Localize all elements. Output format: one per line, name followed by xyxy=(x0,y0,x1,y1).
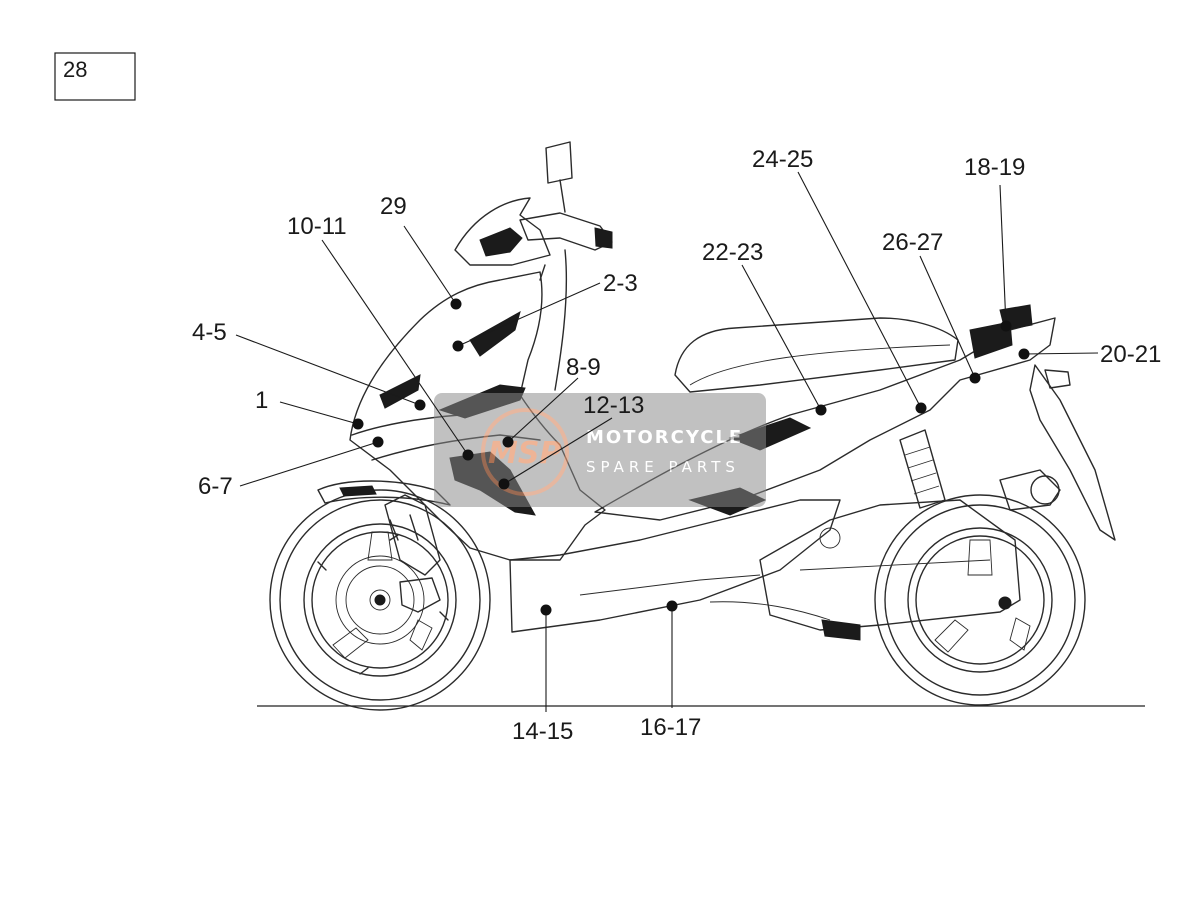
callout-2-3: 2-3 xyxy=(452,270,638,352)
callout-18-19: 18-19 xyxy=(964,154,1025,332)
callout-label: 2-3 xyxy=(603,270,638,297)
rear-shock xyxy=(899,429,946,509)
callout-16-17: 16-17 xyxy=(640,600,701,741)
headlight-cowl xyxy=(454,197,551,266)
callout-label: 8-9 xyxy=(566,354,601,381)
callout-8-9: 8-9 xyxy=(502,354,601,448)
callout-label: 22-23 xyxy=(702,239,763,266)
callout-10-11: 10-11 xyxy=(287,213,474,461)
front-fork xyxy=(384,494,441,576)
callout-26-27: 26-27 xyxy=(882,229,981,384)
rear-wheel xyxy=(874,494,1086,706)
watermark: MSP MOTORCYCLE SPARE PARTS xyxy=(434,393,766,507)
watermark-title: MOTORCYCLE xyxy=(586,427,743,448)
engine-swingarm xyxy=(759,499,1021,631)
mirror xyxy=(545,141,573,184)
callout-6-7: 6-7 xyxy=(198,436,384,500)
callout-label: 26-27 xyxy=(882,229,943,256)
callout-label: 12-13 xyxy=(583,392,644,419)
brake-caliper xyxy=(399,577,441,613)
callout-label: 20-21 xyxy=(1100,341,1161,368)
exhaust xyxy=(999,469,1061,511)
callout-label: 14-15 xyxy=(512,718,573,745)
callout-1: 1 xyxy=(255,387,364,430)
callout-24-25: 24-25 xyxy=(752,146,927,414)
callout-12-13: 12-13 xyxy=(498,392,644,490)
callout-20-21: 20-21 xyxy=(1018,341,1161,368)
watermark-logo: MSP xyxy=(488,436,561,471)
callout-label: 4-5 xyxy=(192,319,227,346)
callout-label: 29 xyxy=(380,193,407,220)
callout-22-23: 22-23 xyxy=(702,239,827,416)
callout-label: 1 xyxy=(255,387,268,414)
seat xyxy=(674,317,959,393)
figure-number-box: 28 xyxy=(54,52,136,101)
callout-29: 29 xyxy=(380,193,462,310)
callout-label: 24-25 xyxy=(752,146,813,173)
callout-label: 16-17 xyxy=(640,714,701,741)
callout-14-15: 14-15 xyxy=(512,604,573,745)
rear-fender xyxy=(1029,364,1116,541)
front-fender xyxy=(317,480,451,506)
callout-4-5: 4-5 xyxy=(192,319,426,411)
floorboard xyxy=(509,499,841,633)
watermark-subtitle: SPARE PARTS xyxy=(586,458,740,476)
callout-label: 10-11 xyxy=(287,213,347,240)
callout-label: 18-19 xyxy=(964,154,1025,181)
callout-label: 6-7 xyxy=(198,473,233,500)
front-wheel xyxy=(269,489,491,711)
figure-number: 28 xyxy=(63,57,87,82)
